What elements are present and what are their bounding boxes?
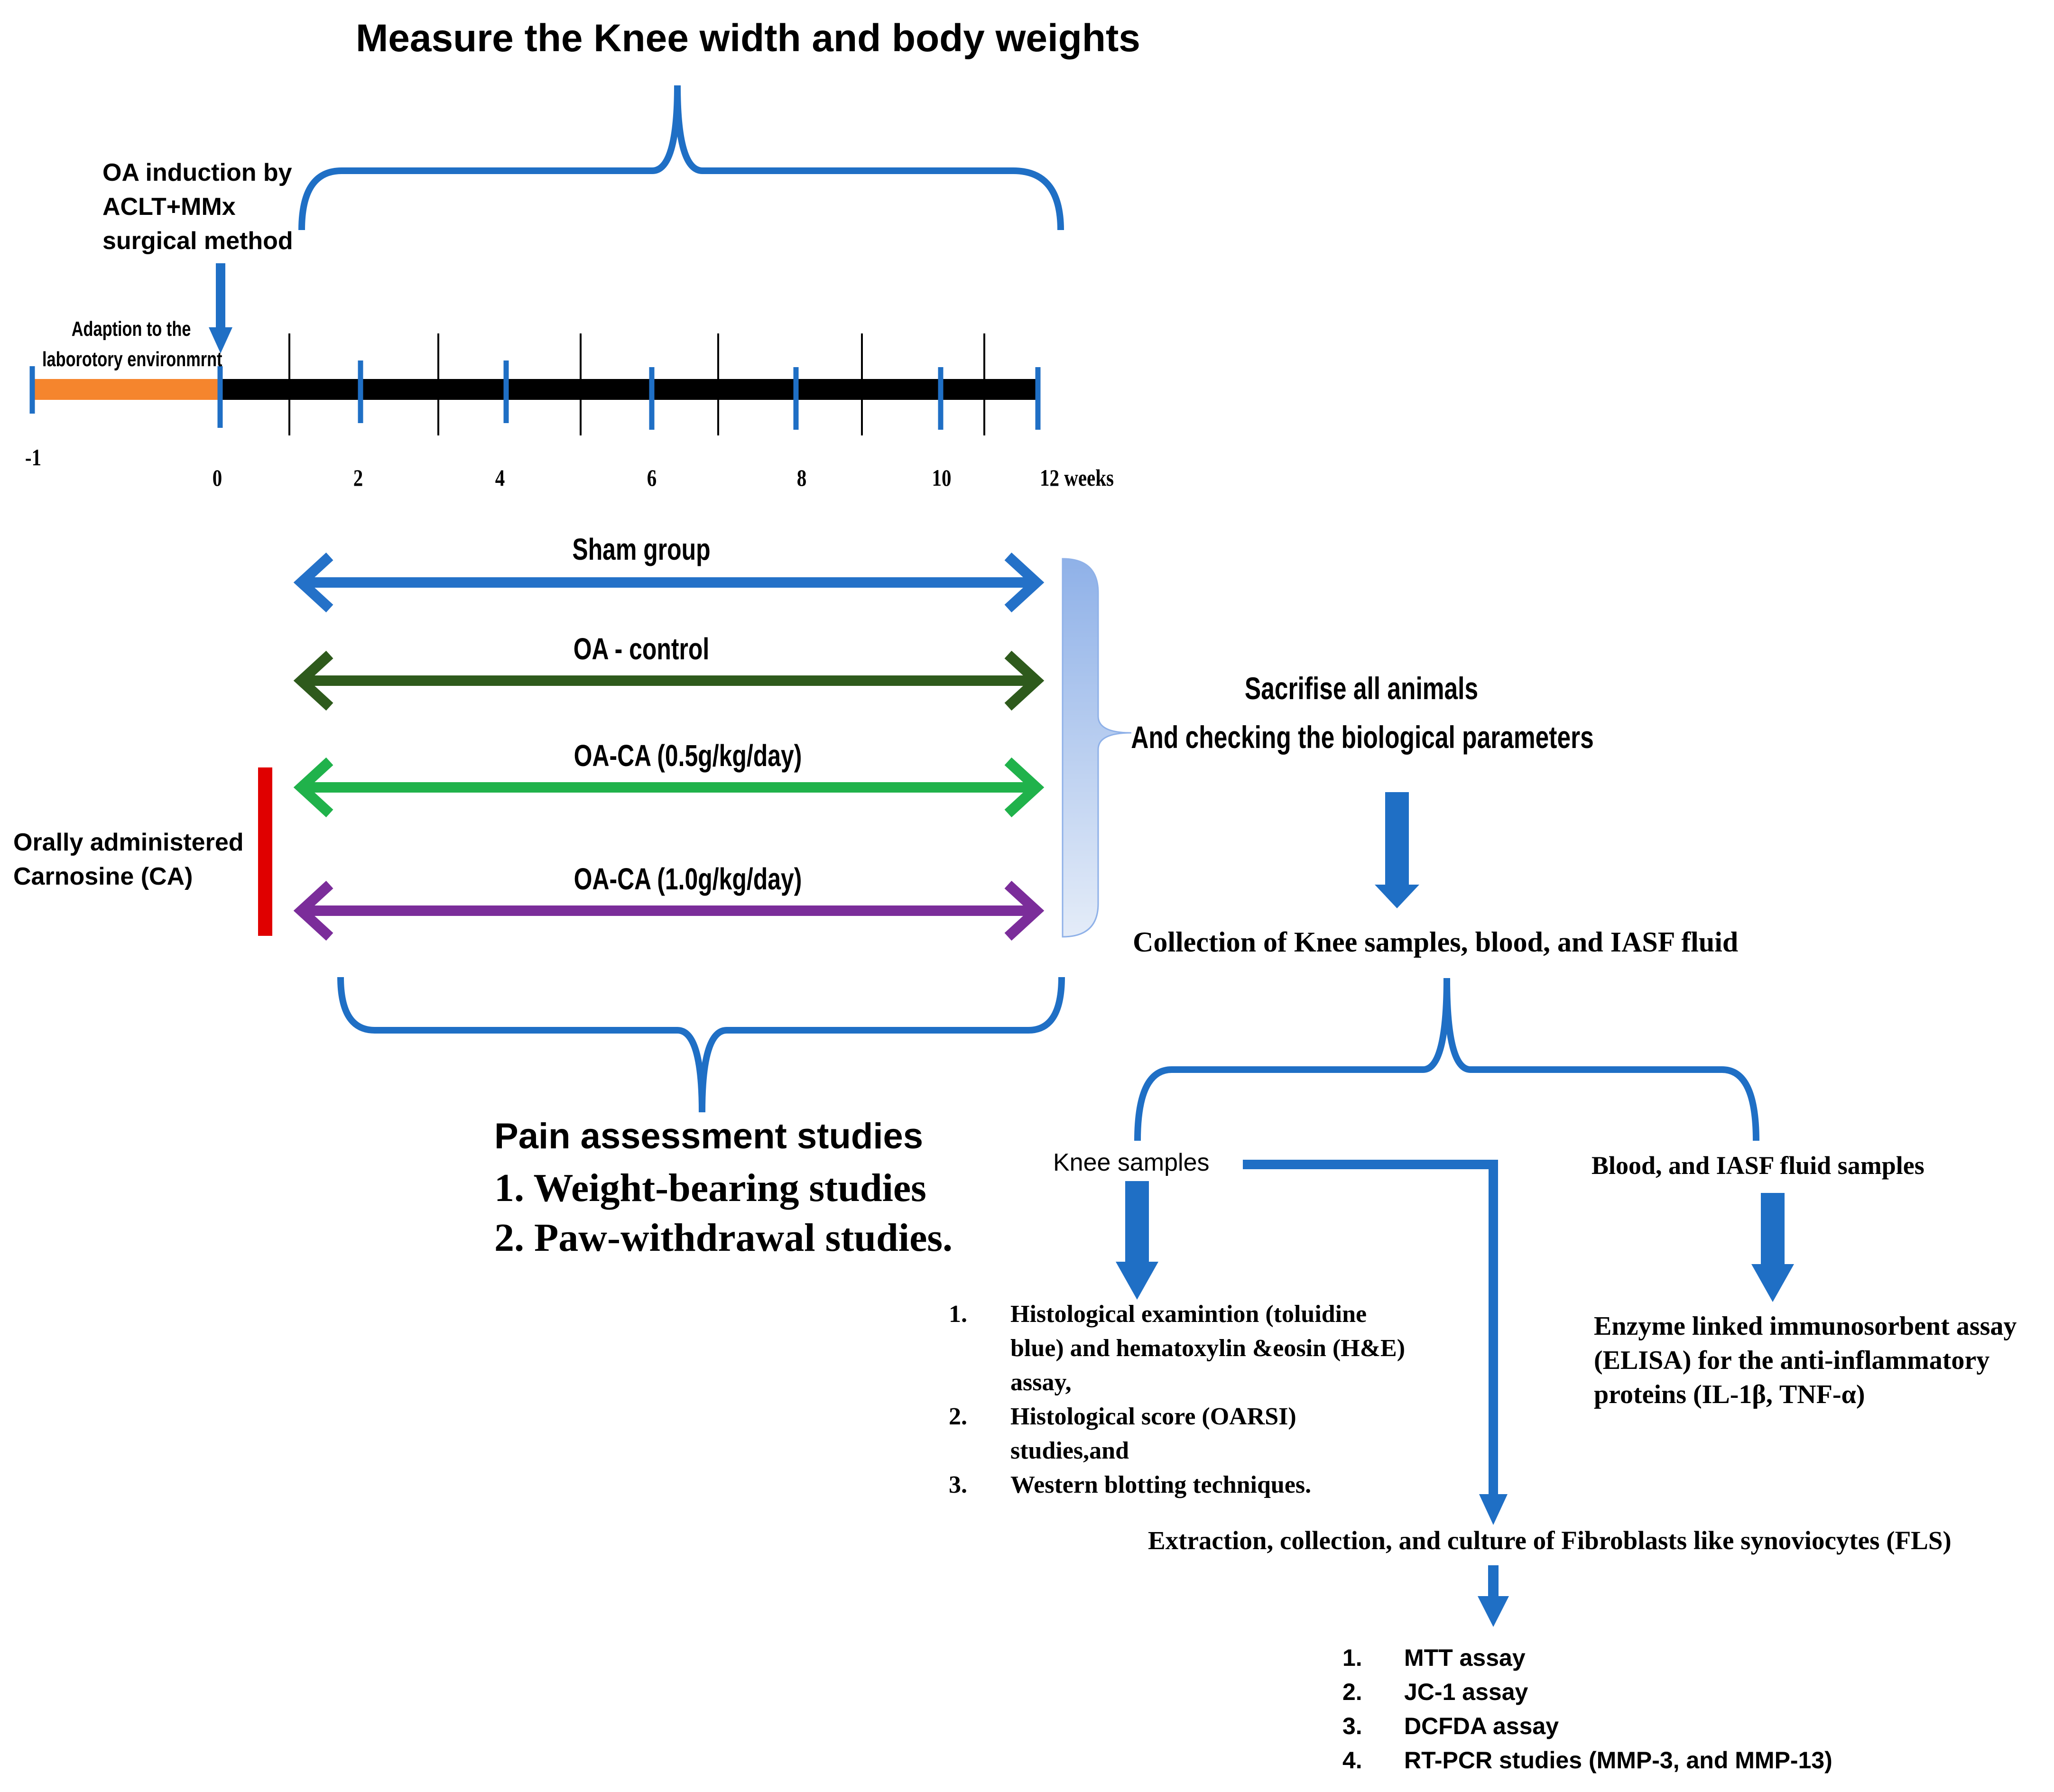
top-brace: [298, 85, 1064, 231]
tick-label: 12 weeks: [1039, 464, 1114, 491]
tick-label: 6: [647, 464, 657, 491]
timeline-minor-ticks: [288, 333, 985, 435]
fls-down-arrow: [1478, 1565, 1509, 1627]
induction-label: OA induction by ACLT+MMx surgical method: [102, 156, 293, 258]
fls-item-3-num: 3.: [1342, 1713, 1362, 1739]
tick-label: 2: [353, 464, 363, 491]
induction-arrow: [209, 263, 232, 353]
tick-label: -1: [25, 444, 42, 471]
arrow-sham: [293, 552, 1045, 613]
induction-line-2: ACLT+MMx: [102, 193, 236, 221]
elisa-line-2: (ELISA) for the anti-inflammatory: [1594, 1346, 1990, 1375]
split-brace: [1134, 978, 1759, 1141]
adaption-line-2: laborotory environmrnt: [42, 348, 222, 371]
knee-label: Knee samples: [1053, 1149, 1210, 1176]
pain-item-1: 1. Weight-bearing studies: [494, 1166, 926, 1210]
induction-line-1: OA induction by: [102, 159, 292, 186]
induction-line-3: surgical method: [102, 227, 293, 255]
fls-item-4-text: RT-PCR studies (MMP-3, and MMP-13): [1404, 1747, 1832, 1774]
oral-bar: [258, 767, 272, 936]
oral-line-1: Orally administered: [13, 829, 244, 856]
knee-item-1-line-2: blue) and hematoxylin &eosin (H&E): [1010, 1335, 1406, 1362]
groups-brace: [1062, 558, 1132, 938]
arrow-oa-ca-05: [293, 757, 1045, 818]
knee-item-2-line-2: studies,and: [1010, 1437, 1129, 1464]
knee-item-2-num: 2.: [949, 1403, 967, 1430]
arrow-oa-ca-10: [293, 880, 1045, 941]
tick-label: 0: [212, 464, 222, 491]
knee-to-fls-connector: [1243, 1160, 1508, 1525]
fls-label: Extraction, collection, and culture of F…: [1148, 1526, 1952, 1555]
oral-label: Orally administered Carnosine (CA): [13, 825, 244, 894]
collection-label: Collection of Knee samples, blood, and I…: [1133, 926, 1739, 958]
fls-item-2-text: JC-1 assay: [1404, 1679, 1528, 1705]
tick-label: 4: [495, 464, 505, 491]
sacrifice-line-2: And checking the biological parameters: [1131, 720, 1594, 755]
knee-item-3-num: 3.: [949, 1471, 967, 1498]
knee-down-arrow: [1116, 1181, 1158, 1300]
pain-title: Pain assessment studies: [494, 1116, 923, 1156]
knee-item-1-line-1: Histological examintion (toluidine: [1010, 1301, 1367, 1328]
blood-label: Blood, and IASF fluid samples: [1591, 1151, 1924, 1180]
group-label-oa-ca-10: OA-CA (1.0g/kg/day): [574, 862, 802, 896]
fls-item-2-num: 2.: [1342, 1679, 1362, 1705]
elisa-line-1: Enzyme linked immunosorbent assay: [1594, 1312, 2017, 1341]
knee-item-1-num: 1.: [949, 1301, 967, 1328]
pain-item-2: 2. Paw-withdrawal studies.: [494, 1216, 953, 1260]
sacrifice-line-1: Sacrifise all animals: [1244, 671, 1479, 706]
arrow-oa-control: [293, 650, 1045, 711]
page-title: Measure the Knee width and body weights: [356, 17, 1140, 60]
knee-item-3-line-1: Western blotting techniques.: [1010, 1471, 1312, 1498]
blood-down-arrow: [1751, 1193, 1794, 1302]
knee-item-1-line-3: assay,: [1010, 1369, 1072, 1396]
fls-item-1-num: 1.: [1342, 1644, 1362, 1671]
elisa-line-3: proteins (IL-1β, TNF-α): [1594, 1380, 1865, 1409]
adaption-segment: [34, 379, 220, 400]
fls-item-4-num: 4.: [1342, 1747, 1362, 1774]
sacrifice-down-arrow: [1375, 792, 1419, 908]
group-label-oa-control: OA - control: [573, 632, 710, 666]
group-label-sham: Sham group: [572, 532, 711, 566]
timeline-major-ticks: [29, 360, 1041, 430]
tick-label: 8: [796, 464, 807, 491]
bottom-brace: [337, 977, 1065, 1113]
fls-item-1-text: MTT assay: [1404, 1644, 1526, 1671]
tick-label: 10: [932, 464, 952, 491]
adaption-line-1: Adaption to the: [71, 317, 191, 341]
group-label-oa-ca-05: OA-CA (0.5g/kg/day): [574, 739, 802, 773]
fls-item-3-text: DCFDA assay: [1404, 1713, 1559, 1739]
adaption-label: Adaption to the laborotory environmrnt: [42, 314, 222, 375]
elisa-text: Enzyme linked immunosorbent assay (ELISA…: [1594, 1309, 2017, 1412]
oral-line-2: Carnosine (CA): [13, 863, 193, 890]
knee-item-2-line-1: Histological score (OARSI): [1010, 1403, 1296, 1430]
timeline-bar: [220, 379, 1036, 400]
